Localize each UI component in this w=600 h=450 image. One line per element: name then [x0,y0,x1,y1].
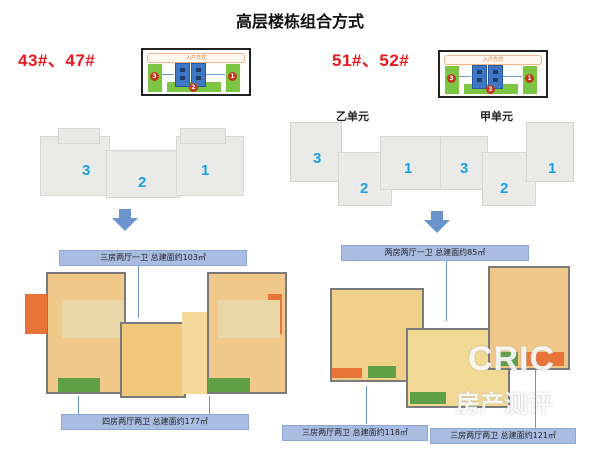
elevator-icon [191,63,206,87]
unit-2-badge: 2 [189,83,198,92]
left-bottom-unit-label: 四房两厅两卫 总建面约177㎡ [61,414,249,430]
unit-3-badge: 3 [447,74,456,83]
right-schematic-plan: 3 2 1 3 2 1 [290,120,574,206]
pointer-line [138,266,139,318]
unit-a-label: 甲单元 [480,110,513,123]
unit-2-badge: 2 [486,85,495,94]
entry-header: 入户方式 [444,55,542,65]
left-entry-diagram: 入户方式 3 2 1 [141,48,251,96]
left-schematic-plan: 3 2 1 [40,128,244,200]
left-buildings-label: 43#、47# [18,51,96,70]
right-top-unit-label: 两房两厅一卫 总建面约85㎡ [341,245,529,261]
right-entry-diagram: 入户方式 3 2 1 [438,50,548,98]
unit-number: 1 [201,162,210,179]
right-floor-plan [330,266,598,408]
pointer-line [366,386,367,424]
unit-number: 2 [360,180,369,197]
elevator-icon [472,65,487,89]
arrow-right-icon [206,74,225,75]
pointer-line [446,261,447,321]
watermark-text: 房产测评 [456,391,552,418]
unit-number: 3 [313,150,322,167]
unit-3-badge: 3 [150,72,159,81]
arrow-left-icon [459,76,471,77]
unit-number: 1 [548,160,557,177]
unit-number: 2 [500,180,509,197]
unit-number: 2 [138,174,147,191]
right-bottom-unit-label-2: 三房两厅两卫 总建面约121㎡ [430,428,576,444]
entry-header: 入户方式 [147,53,245,63]
left-floor-plan [22,272,287,398]
down-arrow-icon [112,209,138,231]
right-bottom-unit-label-1: 三房两厅两卫 总建面约118㎡ [282,425,428,441]
pointer-line [535,370,536,428]
unit-1-badge: 1 [228,72,237,81]
unit-number: 3 [82,162,91,179]
unit-number: 1 [404,160,413,177]
page-title: 高层楼栋组合方式 [235,12,364,31]
unit-b-label: 乙单元 [336,110,369,123]
pointer-line [209,396,210,414]
watermark-logo: CRIC [468,340,556,378]
unit-number: 3 [460,160,469,177]
elevator-icon [175,63,190,87]
unit-1-badge: 1 [525,74,534,83]
arrow-right-icon [503,76,522,77]
elevator-icon [488,65,503,89]
right-buildings-label: 51#、52# [332,51,410,70]
down-arrow-icon [424,211,450,233]
arrow-left-icon [162,74,174,75]
left-top-unit-label: 三房两厅一卫 总建面约103㎡ [59,250,247,266]
pointer-line [78,396,79,414]
